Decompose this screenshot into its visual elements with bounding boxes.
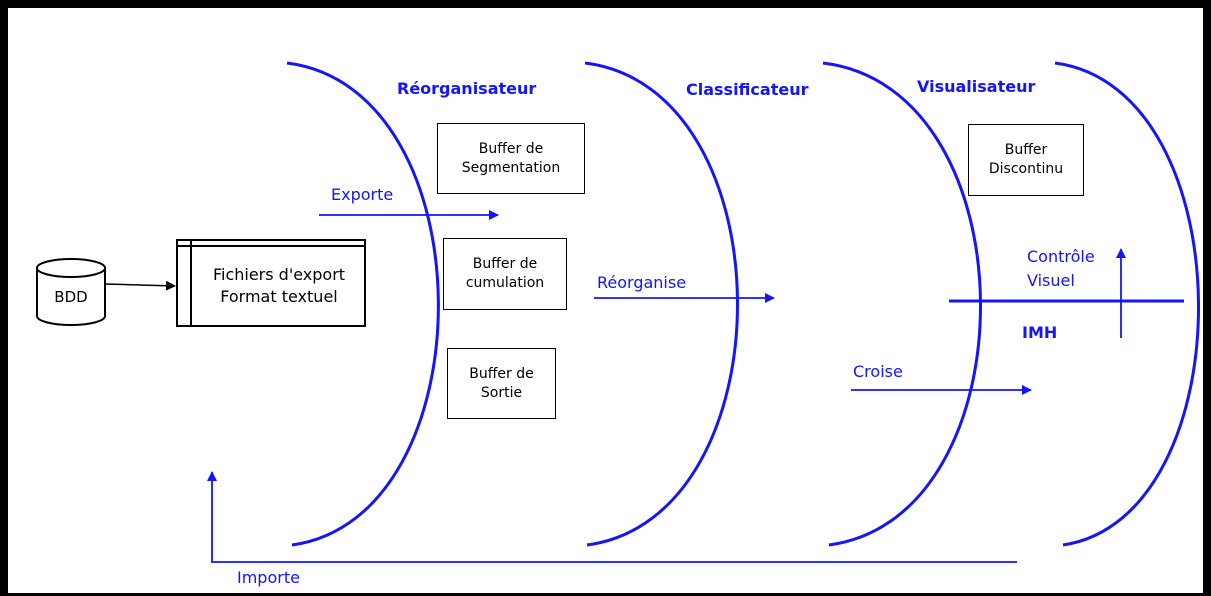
stage-curve-reorganisateur: [286, 61, 440, 547]
stage-title-reorganisateur: Réorganisateur: [397, 79, 537, 98]
buffer-segmentation-label: Buffer de Segmentation: [461, 140, 561, 176]
buffer-cumulation-box: Buffer de cumulation: [443, 238, 567, 310]
croise-label: Croise: [853, 362, 903, 381]
database-label: BDD: [54, 288, 88, 306]
controle-visuel-label: Contrôle Visuel: [1027, 247, 1095, 290]
importe-arrow: [207, 471, 1017, 563]
buffer-discontinu-label: Buffer Discontinu: [988, 142, 1064, 177]
database-cylinder: [36, 258, 106, 326]
imh-label: IMH: [1022, 323, 1058, 342]
export-file-label: Fichiers d'export Format textuel: [212, 265, 346, 306]
stage-curve-imh: [1054, 61, 1200, 547]
importe-label: Importe: [237, 568, 300, 587]
buffer-discontinu-box: Buffer Discontinu: [968, 124, 1084, 196]
export-file-box: [176, 239, 366, 327]
buffer-segmentation-box: Buffer de Segmentation: [437, 123, 585, 194]
stage-title-visualisateur: Visualisateur: [917, 77, 1036, 96]
buffer-cumulation-label: Buffer de cumulation: [465, 256, 545, 291]
stage-curve-classificateur: [584, 61, 739, 547]
exporte-label: Exporte: [331, 185, 394, 204]
stage-title-classificateur: Classificateur: [686, 80, 809, 99]
buffer-sortie-box: Buffer de Sortie: [447, 348, 556, 419]
reorganise-label: Réorganise: [597, 273, 687, 292]
stage-curve-visualisateur: [822, 61, 982, 547]
bdd-to-export-arrow: [104, 280, 176, 291]
buffer-sortie-label: Buffer de Sortie: [469, 365, 534, 401]
